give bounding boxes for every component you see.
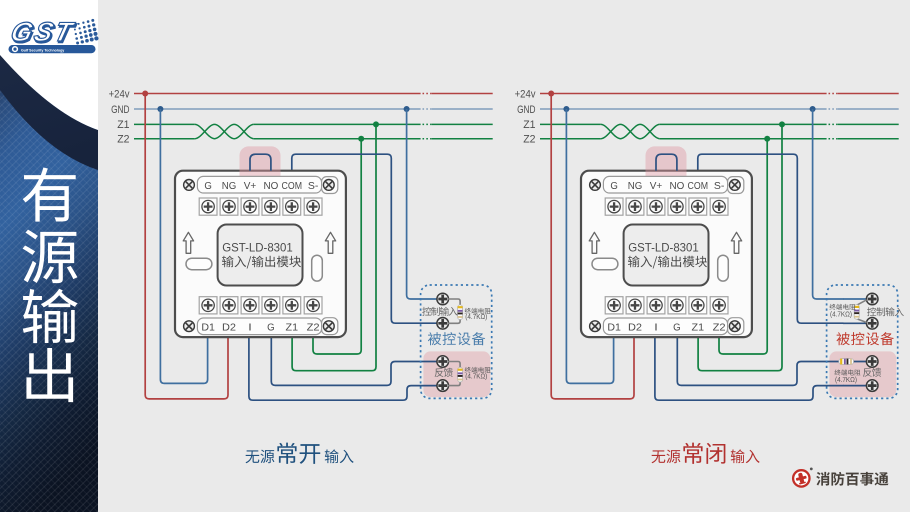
- svg-text:(4.7KΩ): (4.7KΩ): [465, 371, 487, 380]
- svg-text:Gulf Security Technology: Gulf Security Technology: [21, 48, 64, 52]
- svg-text:(4.7KΩ): (4.7KΩ): [830, 309, 852, 318]
- svg-text:GST: GST: [9, 18, 79, 49]
- svg-text:(4.7KΩ): (4.7KΩ): [465, 312, 487, 321]
- svg-text:GST: GST: [8, 16, 78, 47]
- svg-text:(4.7KΩ): (4.7KΩ): [835, 375, 857, 384]
